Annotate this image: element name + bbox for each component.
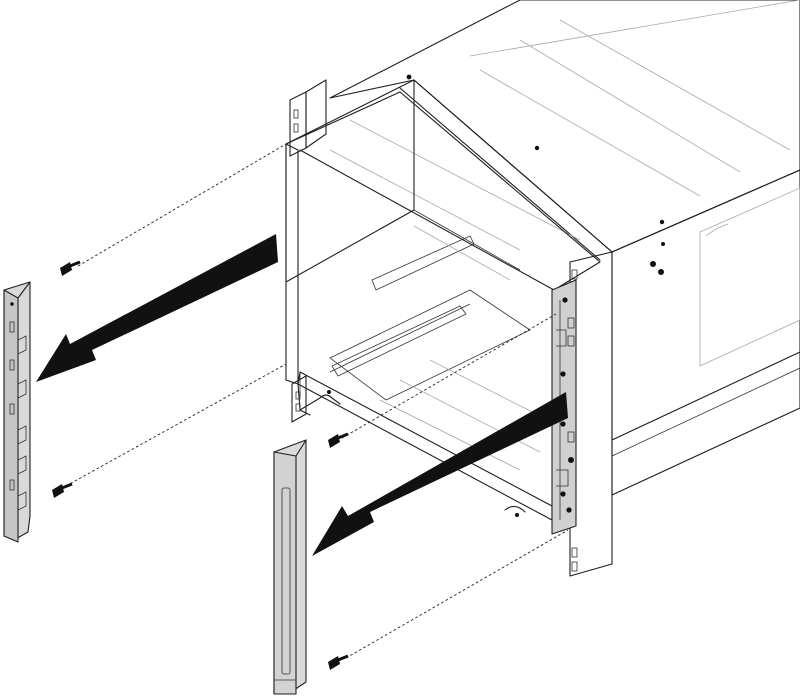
screw-bottom-left: [52, 482, 73, 498]
left-rack-latch-bracket: [3, 281, 31, 543]
right-rack-latch-cover: [273, 439, 307, 695]
screw-top-right: [328, 432, 349, 448]
remove-arrow-left: [36, 234, 278, 382]
remove-arrow-right: [312, 392, 568, 556]
chassis-side-panel: [611, 169, 800, 496]
screw-bottom-right: [328, 654, 349, 670]
chassis-front-frame: [285, 79, 601, 521]
chassis-top-panel: [329, 0, 800, 261]
screw-top-left: [60, 260, 81, 276]
chassis-left-rack-ear: [289, 79, 327, 423]
alignment-guides: [65, 143, 569, 659]
